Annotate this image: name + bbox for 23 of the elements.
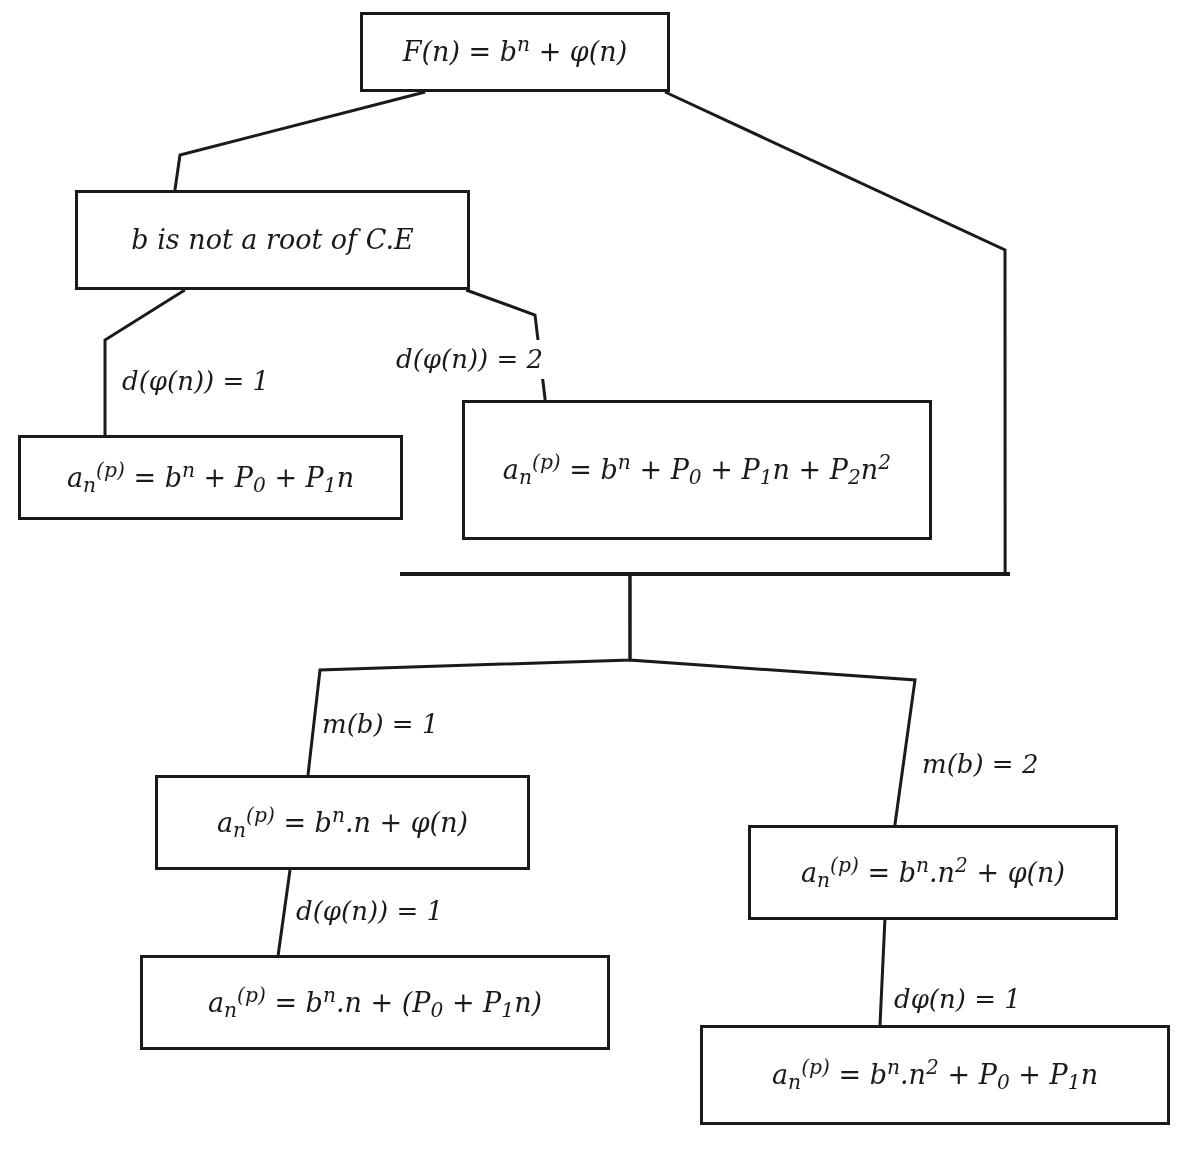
formula-box — [18, 435, 403, 520]
connector-line — [173, 90, 426, 191]
formula-box — [155, 775, 530, 870]
formula-box — [140, 955, 610, 1050]
formula-text: a$_{n}$$^{(p)}$ = b$^{n}$ + P$_{0}$ + P$_{1}$n — [66, 460, 355, 495]
connector-line — [878, 919, 887, 1026]
formula-text: a$_{n}$$^{(p)}$ = b$^{n}$.n + φ(n) — [216, 805, 469, 840]
formula-text: a$_{n}$$^{(p)}$ = b$^{n}$.n + (P$_{0}$ + P$_{1}$n) — [207, 985, 543, 1020]
connector-line — [664, 90, 1007, 572]
formula-text: b is not a root of C.E — [131, 223, 414, 257]
connector-line — [628, 576, 917, 826]
formula-text: F(n) = b$^{n}$ + φ(n) — [402, 35, 628, 69]
formula-box — [75, 190, 470, 290]
formula-text: a$_{n}$$^{(p)}$ = b$^{n}$ + P$_{0}$ + P$_{1}$n + P$_{2}$n$^{2}$ — [502, 453, 892, 487]
formula-text: a$_{n}$$^{(p)}$ = b$^{n}$.n$^{2}$ + P$_{0}$ + P$_{1}$n — [772, 1058, 1098, 1092]
formula-box — [462, 400, 932, 540]
connector-line — [276, 869, 292, 956]
formula-text: a$_{n}$$^{(p)}$ = b$^{n}$.n$^{2}$ + φ(n) — [800, 855, 1066, 890]
junction-bar — [400, 572, 1010, 576]
formula-box — [700, 1025, 1170, 1125]
connector-line — [103, 288, 186, 435]
formula-box — [360, 12, 670, 92]
formula-box — [748, 825, 1118, 920]
